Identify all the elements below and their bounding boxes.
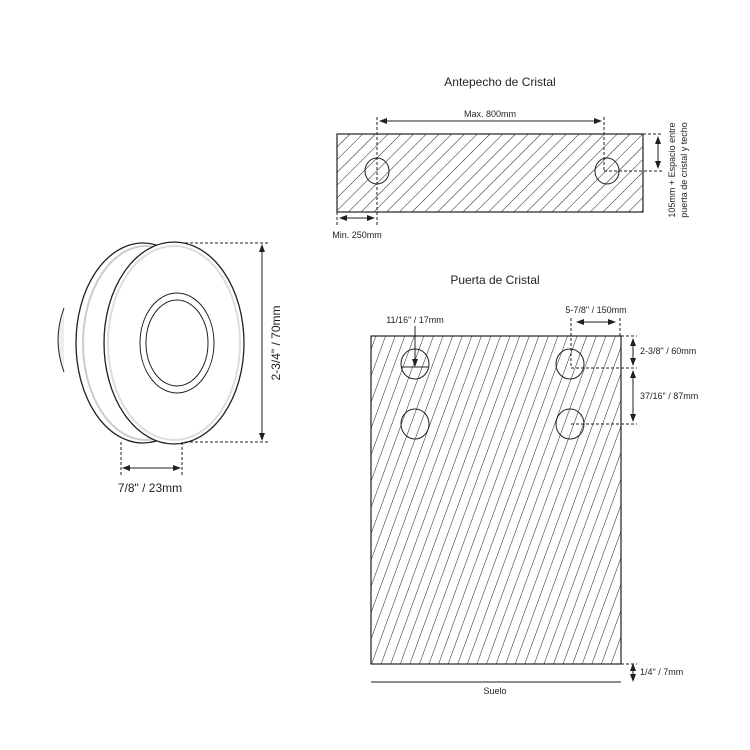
depth-label: 7/8" / 23mm [118, 481, 182, 495]
gap-label-line1: 105mm + Espacio entre [667, 122, 677, 217]
floor-gap-label: 1/4" / 7mm [640, 667, 683, 677]
glass-panel [336, 133, 644, 213]
hole [555, 348, 585, 380]
glass-door [370, 335, 622, 665]
max-distance-label: Max. 800mm [464, 109, 516, 119]
puerta-title: Puerta de Cristal [450, 273, 539, 287]
inner-ring [139, 292, 215, 394]
front-disc [103, 241, 245, 445]
top-offset-label: 2-3/8" / 60mm [640, 346, 696, 356]
product-view: 2-3/4" / 70mm 7/8" / 23mm [57, 241, 283, 495]
height-label: 2-3/4" / 70mm [269, 306, 283, 381]
floor-label: Suelo [483, 686, 506, 696]
mount-knob [57, 307, 65, 373]
puerta-diagram: Puerta de Cristal 11/16" / 17mm 5-7/8" /… [370, 273, 698, 696]
antepecho-title: Antepecho de Cristal [444, 75, 555, 89]
antepecho-diagram: Antepecho de Cristal Max. 800mm Min. 250… [332, 75, 689, 240]
hole-diameter-label: 11/16" / 17mm [386, 315, 444, 325]
hole-spacing-label: 37/16" / 87mm [640, 391, 698, 401]
edge-offset-label: 5-7/8" / 150mm [565, 305, 626, 315]
min-distance-label: Min. 250mm [332, 230, 382, 240]
hole [400, 408, 430, 440]
gap-label-line2: puerta de cristal y techo [679, 122, 689, 218]
